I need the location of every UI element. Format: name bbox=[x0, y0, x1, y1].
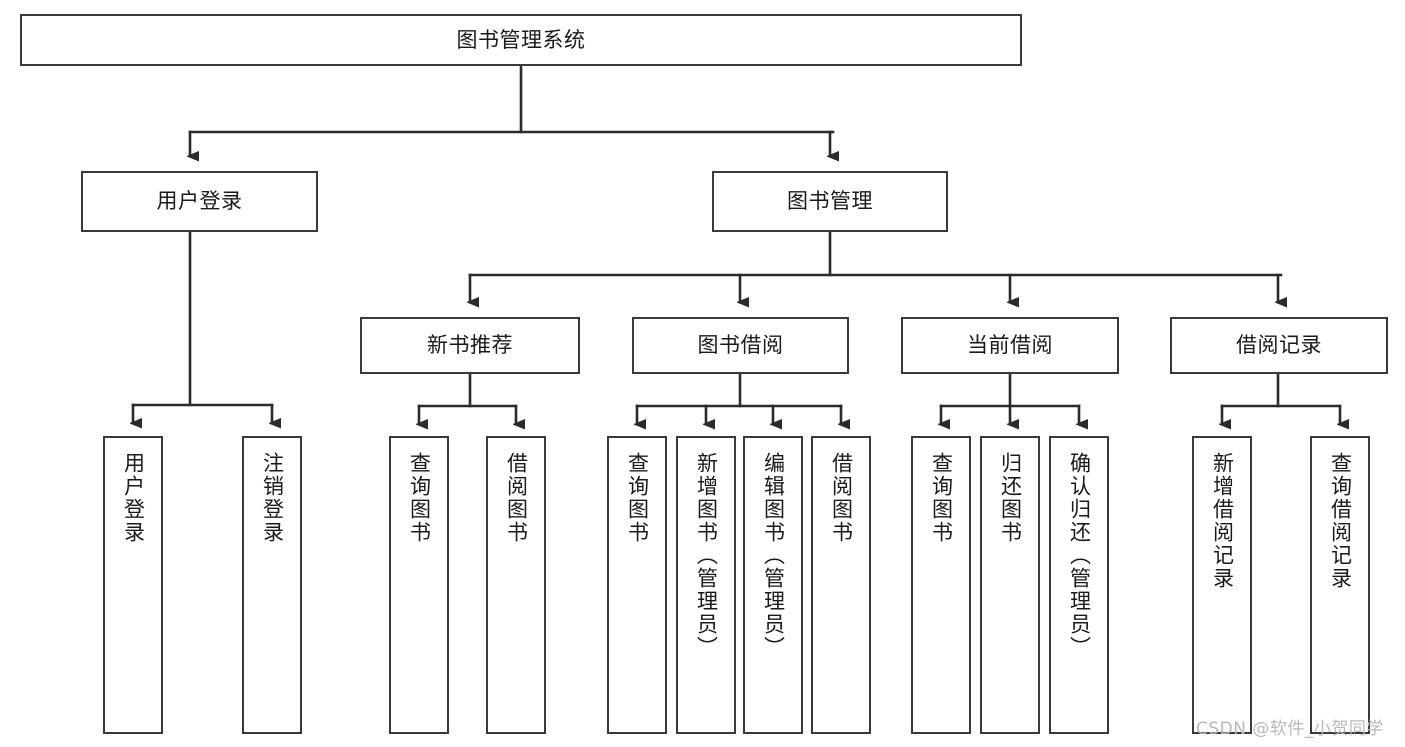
node-label: 用户登录 bbox=[156, 189, 243, 214]
leaf-current-borrow-confirm-admin[interactable]: 确认归还（管理员） bbox=[1049, 436, 1109, 734]
node-label: 注销登录 bbox=[260, 452, 285, 544]
leaf-new-book-borrow[interactable]: 借阅图书 bbox=[486, 436, 546, 734]
node-label: 查询图书 bbox=[625, 452, 650, 544]
node-label: 图书管理 bbox=[787, 189, 873, 214]
leaf-current-borrow-query[interactable]: 查询图书 bbox=[911, 436, 971, 734]
leaf-book-borrow-add-admin[interactable]: 新增图书（管理员） bbox=[676, 436, 736, 734]
csdn-watermark: CSDN @软件_小贺同学 bbox=[1196, 719, 1384, 739]
leaf-borrow-record-query[interactable]: 查询借阅记录 bbox=[1310, 436, 1370, 734]
node-label: 查询借阅记录 bbox=[1328, 452, 1353, 590]
node-label: 借阅图书 bbox=[504, 452, 529, 544]
node-label: 查询图书 bbox=[929, 452, 954, 544]
node-label: 编辑图书（管理员） bbox=[761, 452, 786, 659]
node-label: 新书推荐 bbox=[427, 333, 513, 358]
leaf-book-borrow-query[interactable]: 查询图书 bbox=[607, 436, 667, 734]
leaf-book-borrow-borrow[interactable]: 借阅图书 bbox=[811, 436, 871, 734]
node-borrow-record[interactable]: 借阅记录 bbox=[1170, 317, 1388, 374]
node-label: 图书管理系统 bbox=[456, 27, 586, 52]
leaf-book-borrow-edit-admin[interactable]: 编辑图书（管理员） bbox=[743, 436, 803, 734]
node-new-book-recommend[interactable]: 新书推荐 bbox=[360, 317, 580, 374]
leaf-new-book-query[interactable]: 查询图书 bbox=[389, 436, 449, 734]
node-label: 图书借阅 bbox=[697, 333, 784, 358]
node-label: 当前借阅 bbox=[967, 333, 1053, 358]
node-label: 借阅图书 bbox=[829, 452, 854, 544]
node-book-management[interactable]: 图书管理 bbox=[712, 171, 948, 232]
leaf-borrow-record-add[interactable]: 新增借阅记录 bbox=[1192, 436, 1252, 734]
node-current-borrow[interactable]: 当前借阅 bbox=[901, 317, 1119, 374]
node-root-book-management-system[interactable]: 图书管理系统 bbox=[20, 14, 1022, 66]
node-label: 查询图书 bbox=[407, 452, 432, 544]
node-label: 新增借阅记录 bbox=[1210, 452, 1235, 590]
node-label: 借阅记录 bbox=[1236, 333, 1322, 358]
node-label: 确认归还（管理员） bbox=[1067, 452, 1092, 659]
leaf-current-borrow-return[interactable]: 归还图书 bbox=[980, 436, 1040, 734]
node-book-borrow[interactable]: 图书借阅 bbox=[632, 317, 849, 374]
leaf-user-login-logout[interactable]: 注销登录 bbox=[242, 436, 302, 734]
node-label: 用户登录 bbox=[121, 452, 146, 544]
node-user-login[interactable]: 用户登录 bbox=[81, 171, 318, 232]
node-label: 新增图书（管理员） bbox=[694, 452, 719, 659]
node-label: 归还图书 bbox=[998, 452, 1023, 544]
leaf-user-login-login[interactable]: 用户登录 bbox=[103, 436, 163, 734]
